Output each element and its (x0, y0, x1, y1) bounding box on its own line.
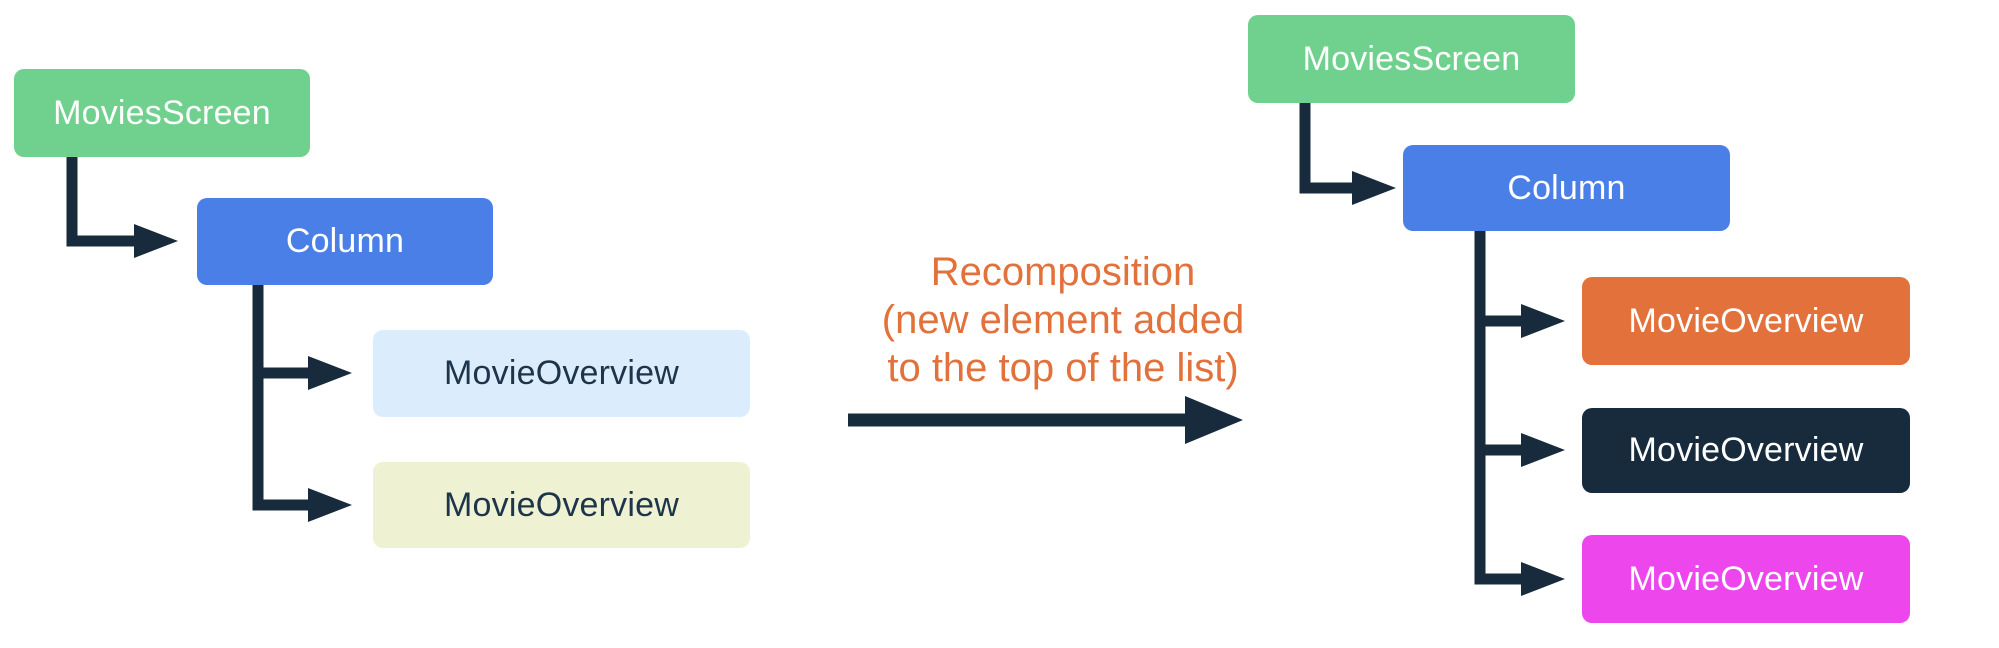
before-node-moviesscreen-label: MoviesScreen (53, 93, 271, 132)
arrow-left-column-to-movieoverview-2 (252, 373, 352, 522)
transition-label-line-3: to the top of the list) (887, 346, 1239, 390)
before-node-movieoverview-1: MovieOverview (373, 330, 750, 417)
arrow-left-moviesscreen-to-column (66, 157, 178, 258)
after-node-moviesscreen: MoviesScreen (1248, 15, 1575, 103)
before-node-movieoverview-2: MovieOverview (373, 462, 750, 548)
before-node-column: Column (197, 198, 493, 285)
after-node-movieoverview-3-label: MovieOverview (1628, 559, 1864, 598)
before-node-movieoverview-2-label: MovieOverview (444, 485, 679, 524)
arrow-right-moviesscreen-to-column (1299, 103, 1396, 205)
after-node-movieoverview-3: MovieOverview (1582, 535, 1910, 623)
after-node-movieoverview-2-label: MovieOverview (1628, 431, 1864, 469)
arrow-right-column-to-movieoverview-2 (1474, 321, 1565, 467)
transition-label-line-2: (new element added (881, 298, 1245, 342)
before-node-movieoverview-1-label: MovieOverview (444, 354, 679, 392)
after-node-column: Column (1403, 145, 1730, 231)
after-node-moviesscreen-label: MoviesScreen (1302, 39, 1521, 78)
after-node-movieoverview-1: MovieOverview (1582, 277, 1910, 365)
arrow-left-column-to-movieoverview-1 (252, 285, 352, 390)
after-node-movieoverview-2: MovieOverview (1582, 408, 1910, 493)
after-node-movieoverview-1-label: MovieOverview (1628, 301, 1864, 340)
transition-label-line-1: Recomposition (930, 250, 1196, 294)
arrow-right-column-to-movieoverview-1 (1474, 231, 1565, 338)
before-node-column-label: Column (285, 222, 405, 260)
transition-label: Recomposition (new element added to the … (813, 248, 1313, 392)
arrow-right-column-to-movieoverview-3 (1474, 450, 1565, 596)
after-node-column-label: Column (1507, 168, 1626, 207)
transition-arrow (848, 396, 1243, 444)
before-node-moviesscreen: MoviesScreen (14, 69, 310, 157)
